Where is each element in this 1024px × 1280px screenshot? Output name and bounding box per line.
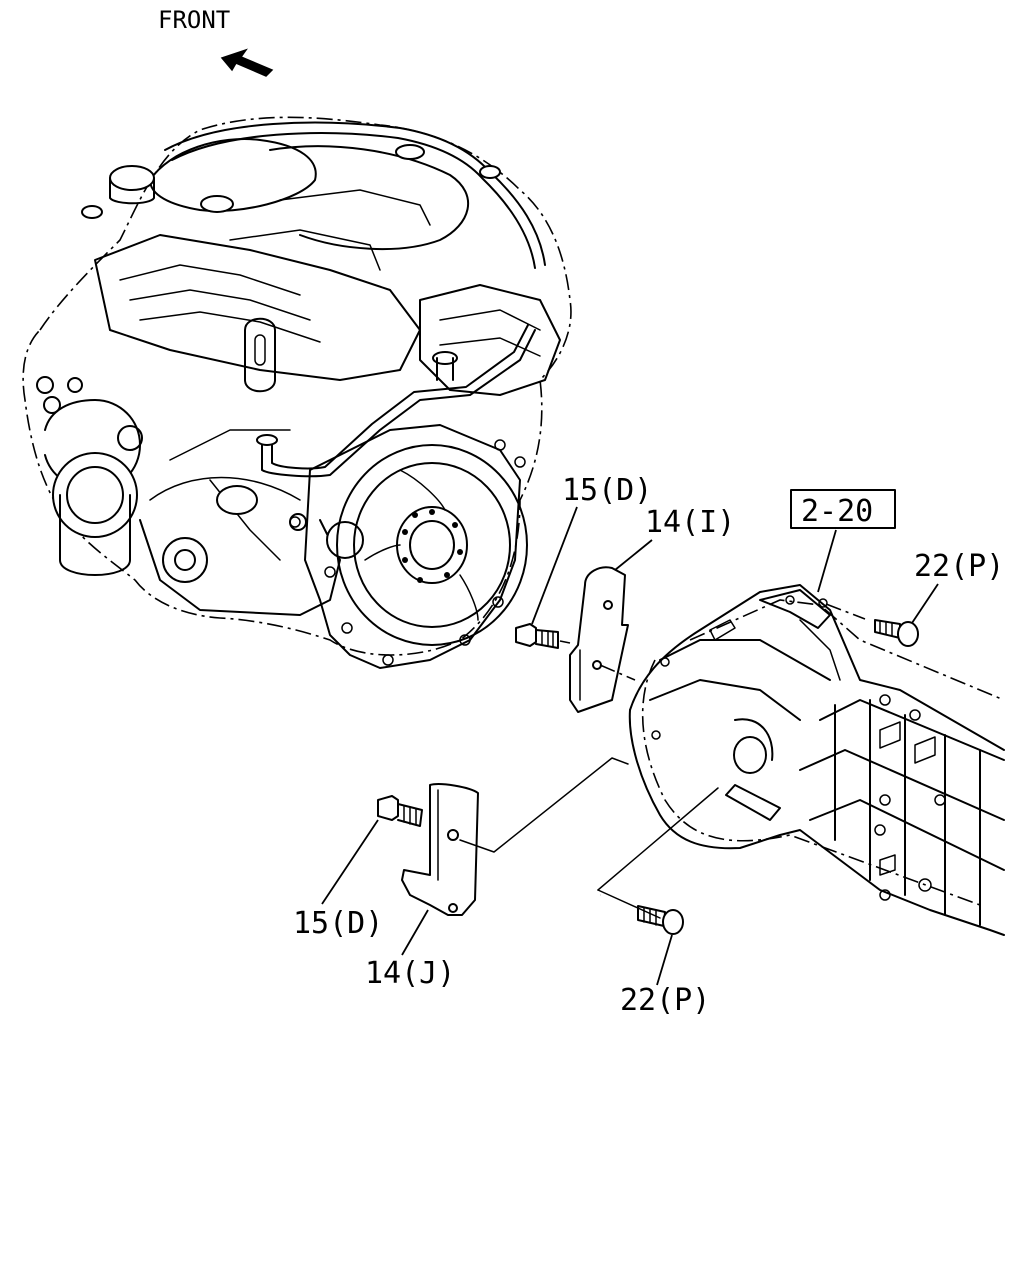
callouts: 2-20 15(D) 14(I) 22(P) 15(D) 14(J) 22(P)	[293, 473, 1004, 1018]
callout-bolt-lower-right: 22(P)	[620, 983, 710, 1018]
bolt-lower-right	[637, 905, 684, 935]
ref-box-frame	[790, 489, 896, 529]
callout-bolt-lower-left: 15(D)	[293, 906, 383, 941]
ref-box-label: 2-20	[801, 494, 873, 529]
arrow-up-left-icon	[220, 48, 274, 77]
bolt-lower-left	[377, 795, 423, 827]
assembly-leaders	[459, 603, 866, 919]
transmission-illustration	[628, 584, 1005, 936]
callout-bolt-upper-right: 22(P)	[914, 549, 1004, 584]
front-label: FRONT	[158, 6, 230, 34]
engine-illustration	[22, 116, 572, 669]
bolt-upper-left	[515, 623, 559, 649]
callout-plate-upper: 14(I)	[645, 505, 735, 540]
bolt-upper-right	[874, 619, 919, 647]
plate-lower-part	[401, 783, 479, 916]
callout-plate-lower: 14(J)	[365, 956, 455, 991]
callout-bolt-upper-left: 15(D)	[562, 473, 652, 508]
plate-upper-part	[569, 566, 629, 713]
callout-leaders	[321, 506, 939, 986]
front-indicator: FRONT	[158, 6, 274, 77]
